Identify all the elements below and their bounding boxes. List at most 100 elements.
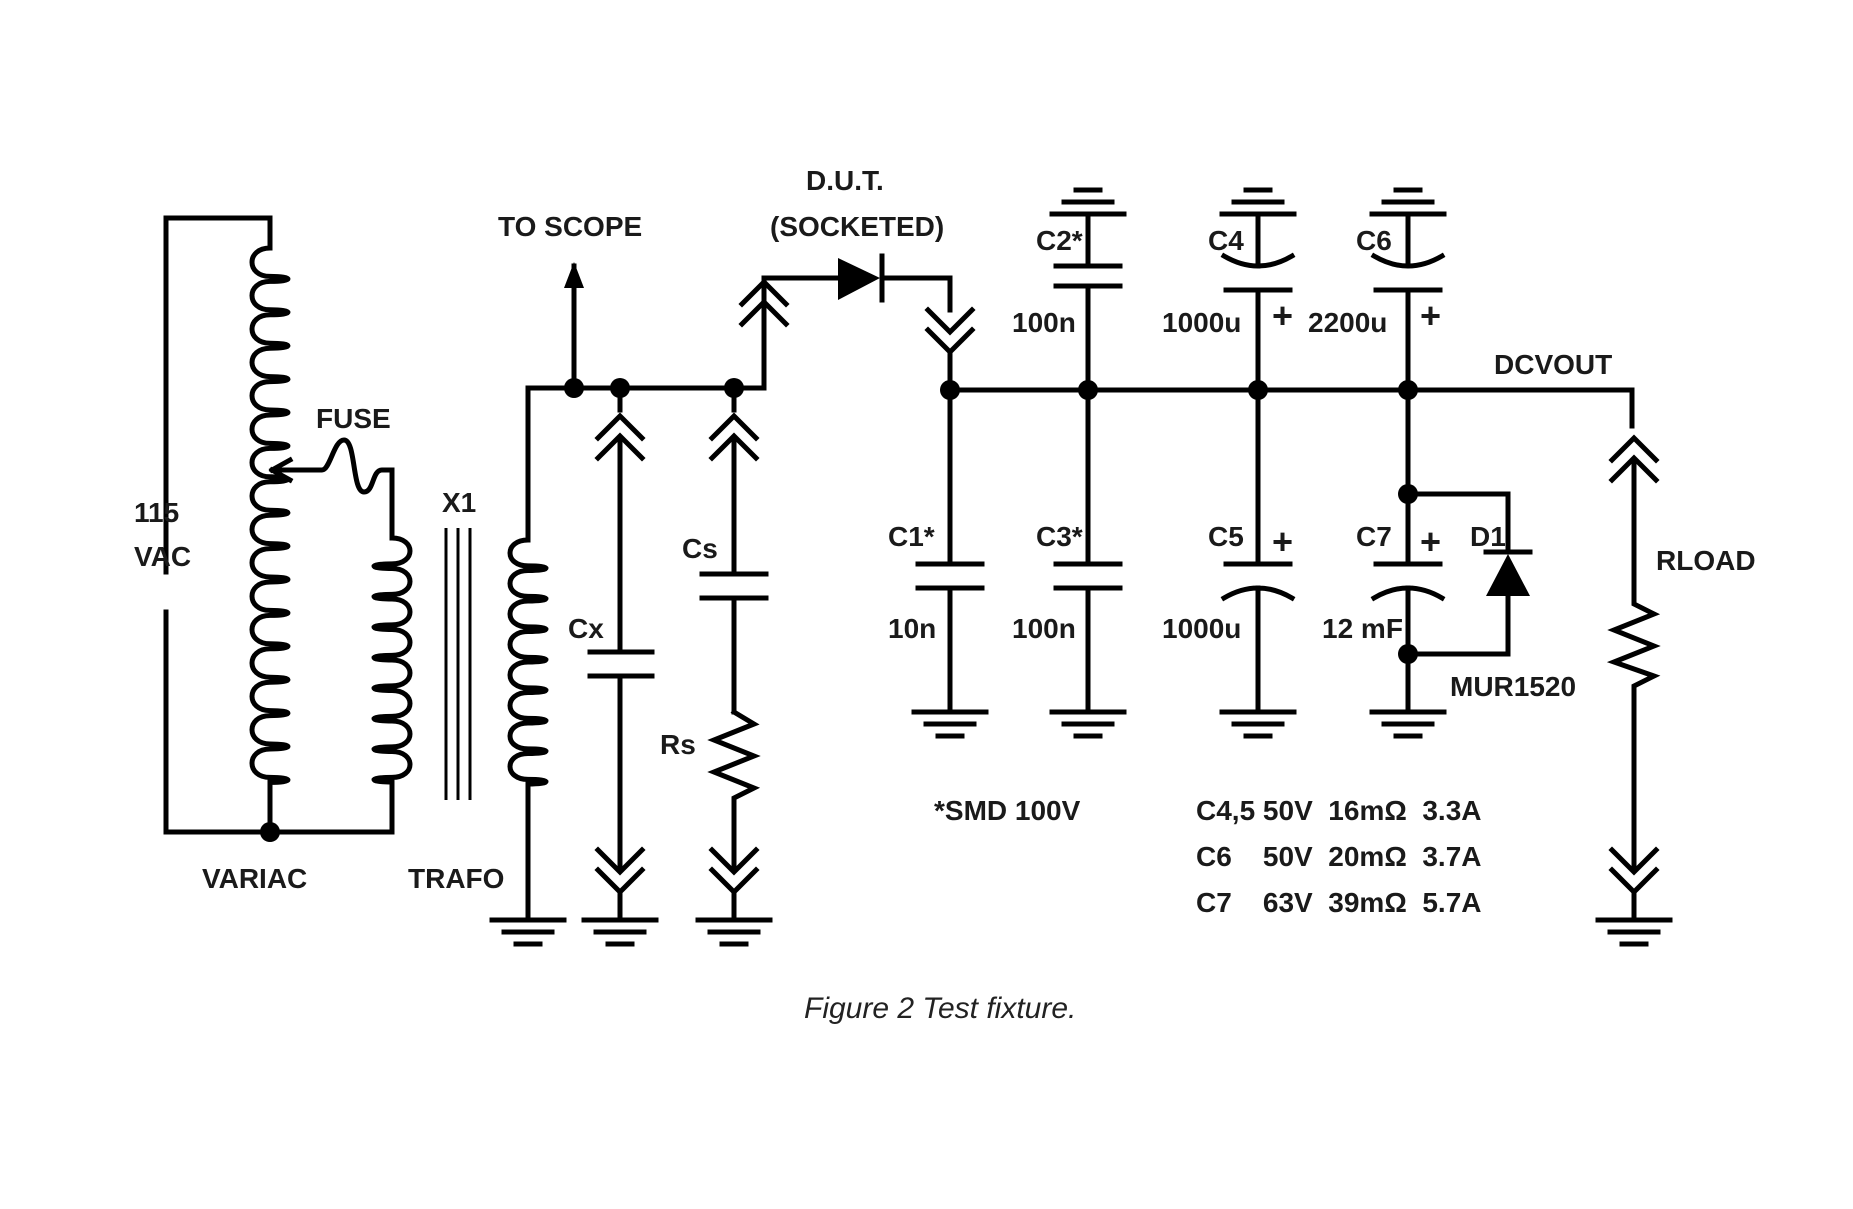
variac [163, 215, 395, 842]
c4-capacitor [1220, 211, 1296, 393]
to-scope-label: TO SCOPE [498, 211, 642, 242]
vac-label-line1: 115 [134, 497, 179, 528]
component-labels: D.U.T. (SOCKETED) TO SCOPE FUSE X1 115 V… [134, 165, 1756, 894]
dut-diode [738, 253, 976, 393]
ground-cx-symbol [581, 917, 659, 947]
dcvout-label: DCVOUT [1494, 349, 1612, 380]
spec-row-3: C7 63V 39mΩ 5.7A [1196, 887, 1481, 918]
cx-label: Cx [568, 613, 604, 644]
cx-top-socket [594, 412, 646, 462]
scope-junction [564, 378, 584, 398]
c4-label: C4 [1208, 225, 1244, 256]
c2-value: 100n [1012, 307, 1076, 338]
c6-value: 2200u [1308, 307, 1387, 338]
c5-capacitor [1220, 380, 1296, 715]
c6-plus: + [1420, 295, 1441, 336]
ground-c4-symbol [1219, 187, 1297, 217]
spec-row-2: C6 50V 20mΩ 3.7A [1196, 841, 1481, 872]
ground-rload-symbol [1595, 917, 1673, 947]
trafo-primary-coil [371, 535, 413, 785]
dc-output-bus [947, 387, 1635, 429]
c2-capacitor [1053, 211, 1123, 393]
dut-diode-body [838, 258, 880, 300]
rs-resistor [707, 708, 761, 869]
rload-symbol [1606, 457, 1661, 869]
d1-bottom-wire [1405, 593, 1511, 657]
ground-c1-symbol [911, 709, 989, 739]
c4-plus: + [1272, 295, 1293, 336]
c6-capacitor [1370, 211, 1446, 393]
d1-part-label: MUR1520 [1450, 671, 1576, 702]
polarity-marks: + + + + [1272, 295, 1441, 562]
ground-c5-symbol [1219, 709, 1297, 739]
ground-trafo-symbol [489, 917, 567, 947]
c3-value: 100n [1012, 613, 1076, 644]
cx-capacitor [587, 437, 655, 869]
dut-right-socket [924, 306, 976, 356]
x1-label: X1 [442, 487, 476, 518]
c2-symbol [1053, 211, 1123, 393]
c5-symbol [1220, 387, 1296, 715]
spec-row-1: C4,5 50V 16mΩ 3.3A [1196, 795, 1482, 826]
scope-arrow-head [564, 262, 584, 288]
vac-label-line2: VAC [134, 541, 191, 572]
spec-notes: *SMD 100V C4,5 50V 16mΩ 3.3A C6 50V 20mΩ… [934, 795, 1482, 918]
variac-left-wire-top [163, 215, 273, 575]
fuse-symbol [271, 437, 395, 541]
rload-label: RLOAD [1656, 545, 1756, 576]
rs-label: Rs [660, 729, 696, 760]
c6-symbol [1370, 211, 1446, 393]
secondary-top-wire [525, 275, 767, 543]
d1-label: D1 [1470, 521, 1506, 552]
trafo-label: TRAFO [408, 863, 504, 894]
c6-label: C6 [1356, 225, 1392, 256]
ground-c7-symbol [1369, 709, 1447, 739]
ground-c2-symbol [1049, 187, 1127, 217]
trafo [371, 275, 767, 923]
c5-plus: + [1272, 521, 1293, 562]
to-scope-probe [564, 262, 584, 398]
c1-symbol [915, 387, 985, 715]
variac-label: VARIAC [202, 863, 307, 894]
cs-rs-branch [699, 378, 769, 923]
trafo-secondary-coil [507, 537, 549, 787]
c1-value: 10n [888, 613, 936, 644]
ground-c3-symbol [1049, 709, 1127, 739]
variac-junction [260, 822, 280, 842]
c5-label: C5 [1208, 521, 1244, 552]
rload-resistor [1606, 434, 1661, 923]
cs-capacitor [699, 437, 769, 715]
figure-caption: Figure 2 Test fixture. [804, 992, 1076, 1025]
ground-symbols [489, 187, 1673, 947]
ground-rs-symbol [695, 917, 773, 947]
d1-diode [1405, 491, 1533, 657]
dut-socketed-label: (SOCKETED) [770, 211, 944, 242]
c7-value: 12 mF [1322, 613, 1403, 644]
ground-c6-symbol [1369, 187, 1447, 217]
smd-note: *SMD 100V [934, 795, 1081, 826]
dut-anode-wire [761, 275, 841, 283]
variac-coil [249, 245, 291, 785]
c1-capacitor [915, 380, 985, 715]
d1-body [1486, 554, 1530, 596]
c7-label: C7 [1356, 521, 1392, 552]
c1-label: C1* [888, 521, 935, 552]
c7-plus: + [1420, 521, 1441, 562]
dut-label: D.U.T. [806, 165, 884, 196]
c4-symbol [1220, 211, 1296, 393]
d1-top-wire [1405, 491, 1511, 555]
cs-label: Cs [682, 533, 718, 564]
dut-left-socket [738, 278, 790, 328]
c3-label: C3* [1036, 521, 1083, 552]
c3-capacitor [1053, 380, 1123, 715]
c2-label: C2* [1036, 225, 1083, 256]
dut-cathode-wire [879, 275, 953, 313]
c5-value: 1000u [1162, 613, 1241, 644]
fuse-label: FUSE [316, 403, 391, 434]
c4-value: 1000u [1162, 307, 1241, 338]
c3-symbol [1053, 387, 1123, 715]
cx-branch [587, 378, 655, 923]
cs-top-socket [708, 412, 760, 462]
